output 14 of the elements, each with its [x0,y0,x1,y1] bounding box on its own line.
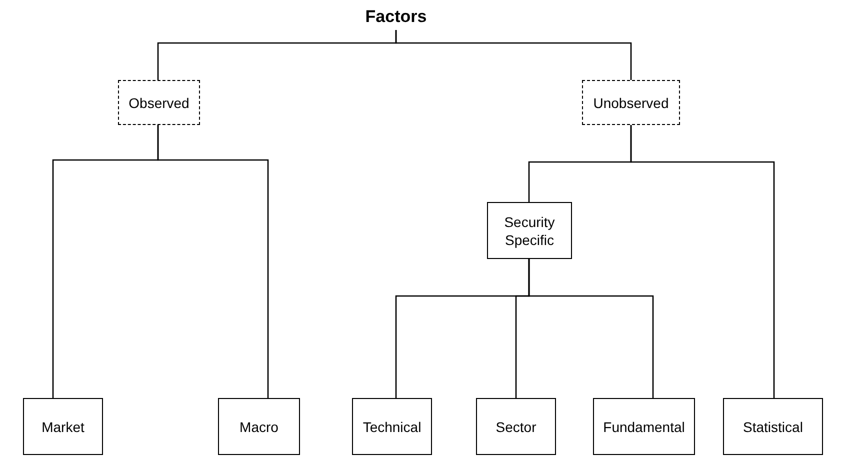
category-box: Macro [218,398,300,455]
category-box: Technical [352,398,432,455]
category-box: Unobserved [582,80,680,125]
connector-line [528,259,654,398]
connector-line [630,125,775,398]
connector-line [157,125,269,398]
category-box: Security Specific [487,202,572,259]
category-box: Fundamental [593,398,695,455]
root-label: Factors [356,4,436,30]
category-box: Market [23,398,103,455]
connector-line [395,30,632,80]
category-box: Statistical [723,398,823,455]
category-box: Observed [118,80,200,125]
category-box: Sector [476,398,556,455]
